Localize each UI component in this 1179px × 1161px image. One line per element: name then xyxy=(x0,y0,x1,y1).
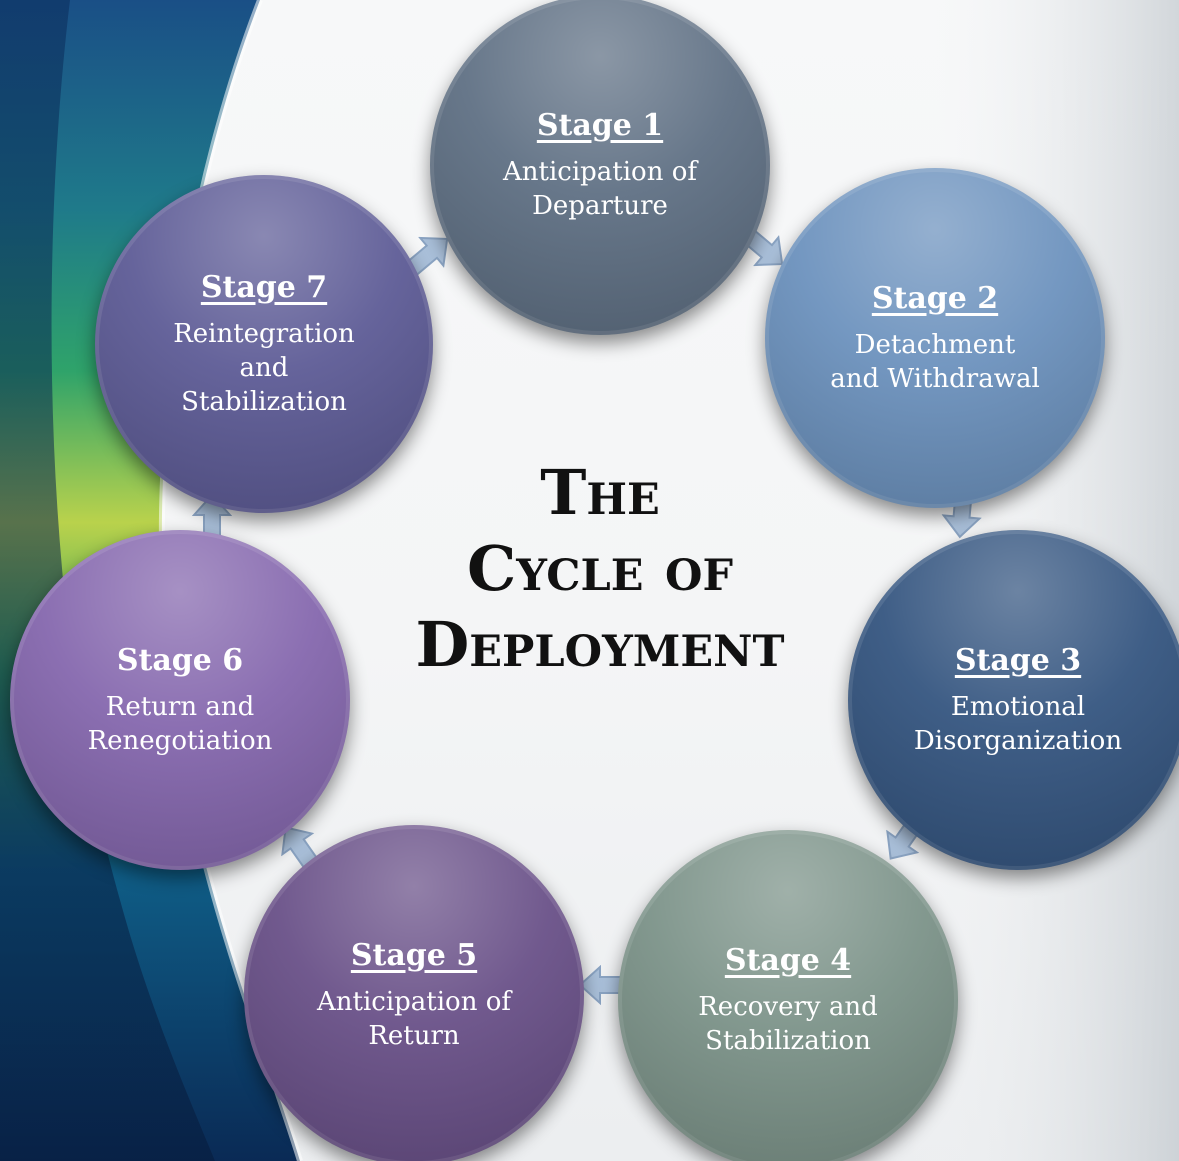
stage-7-description-line-1: Reintegration xyxy=(173,318,355,349)
title-line-2: Cycle of xyxy=(466,532,734,605)
stage-5-description-line-2: Return xyxy=(368,1020,460,1051)
stage-1-label: Stage 1 xyxy=(536,107,664,143)
stage-2-circle: Stage 2 Detachment and Withdrawal xyxy=(765,168,1105,508)
title-line-3: Deployment xyxy=(415,608,785,681)
stage-3-description-line-1: Emotional xyxy=(950,691,1086,722)
stage-7-circle: Stage 7 Reintegration and Stabilization xyxy=(95,175,433,513)
stage-2-description-line-1: Detachment xyxy=(854,329,1016,360)
stage-3-description-line-2: Disorganization xyxy=(913,725,1123,756)
stage-3-circle: Stage 3 Emotional Disorganization xyxy=(848,530,1179,870)
stage-5-label: Stage 5 xyxy=(350,937,478,973)
stage-1-description-line-2: Departure xyxy=(532,190,668,221)
stage-7-description-line-2: and xyxy=(239,352,289,383)
stage-7-description-line-3: Stabilization xyxy=(181,386,347,417)
stage-4-label: Stage 4 xyxy=(724,942,852,978)
stage-2-description-line-2: and Withdrawal xyxy=(830,363,1040,394)
stage-6-description-line-2: Renegotiation xyxy=(87,725,273,756)
stage-3-label: Stage 3 xyxy=(954,642,1082,678)
stage-6-label: Stage 6 xyxy=(116,642,244,678)
stage-6-description-line-1: Return and xyxy=(105,691,255,722)
stage-4-description-line-1: Recovery and xyxy=(698,991,878,1022)
title-line-1: The xyxy=(540,456,660,529)
diagram-title: The Cycle of Deployment xyxy=(340,455,860,683)
stage-1-circle: Stage 1 Anticipation of Departure xyxy=(430,0,770,335)
stage-5-description-line-1: Anticipation of xyxy=(316,986,511,1017)
stage-5-circle: Stage 5 Anticipation of Return xyxy=(244,825,584,1161)
stage-1-description-line-1: Anticipation of xyxy=(502,156,697,187)
stage-7-label: Stage 7 xyxy=(200,269,328,305)
stage-4-description-line-2: Stabilization xyxy=(705,1025,871,1056)
stage-2-label: Stage 2 xyxy=(871,280,999,316)
stage-4-circle: Stage 4 Recovery and Stabilization xyxy=(618,830,958,1161)
stage-6-circle: Stage 6 Return and Renegotiation xyxy=(10,530,350,870)
